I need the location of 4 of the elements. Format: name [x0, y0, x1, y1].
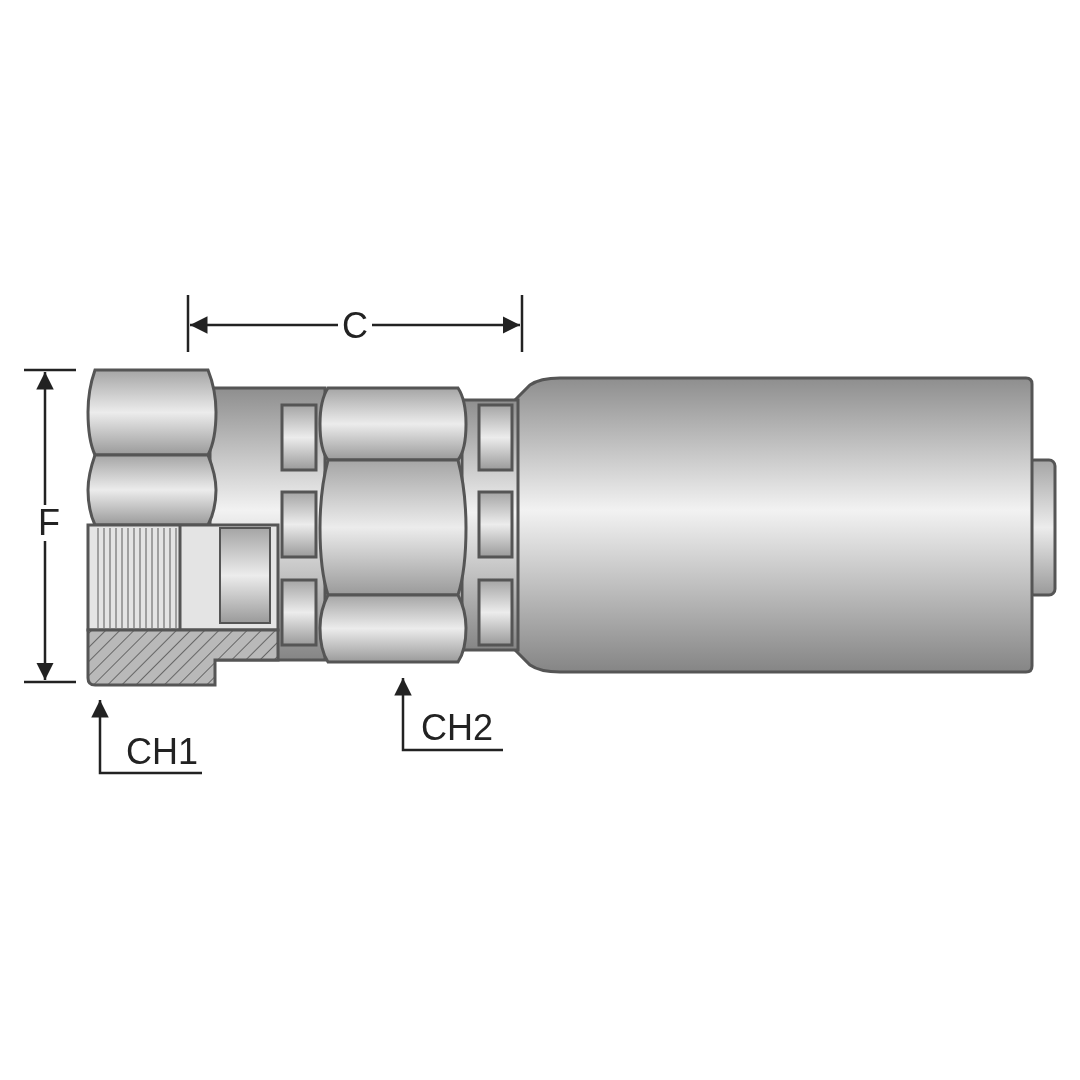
leader-line [394, 678, 503, 752]
callout-label: CH1 [126, 734, 199, 770]
leader-line [91, 700, 202, 775]
callout-label: CH2 [421, 710, 494, 746]
